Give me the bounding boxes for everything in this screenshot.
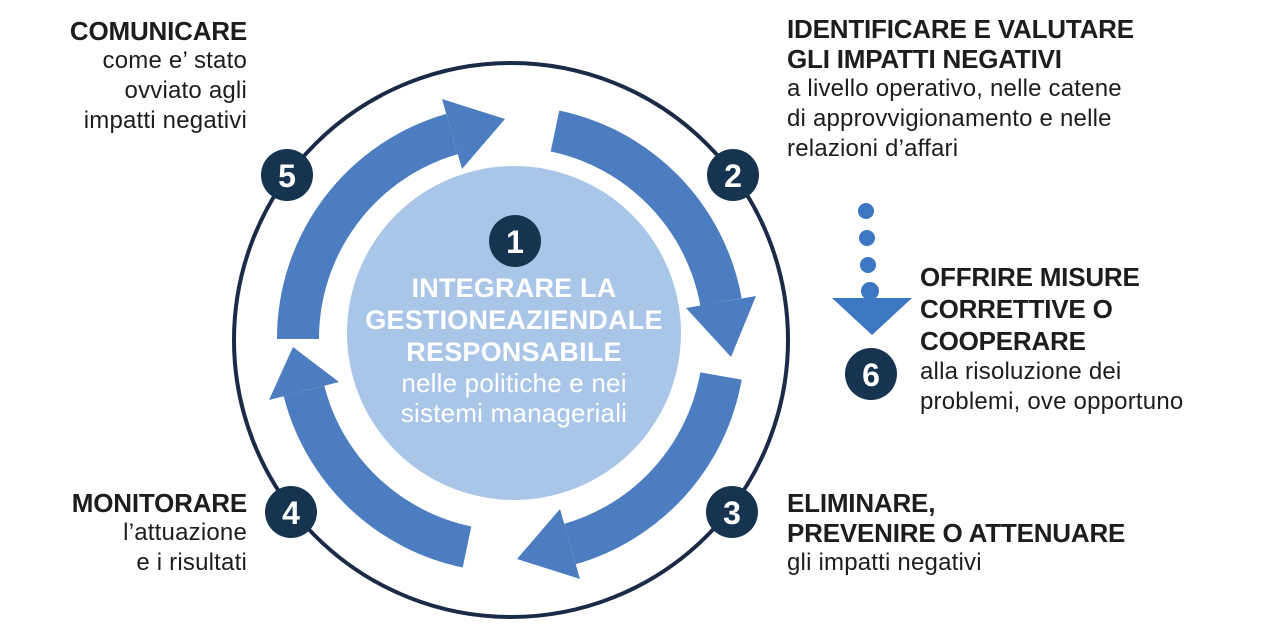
step-5-body: come e’ stato ovviato agli impatti negat… xyxy=(30,46,247,136)
step-6-body: alla risoluzione dei problemi, ove oppor… xyxy=(920,357,1260,417)
step-badge-3-number: 3 xyxy=(723,495,741,531)
step-2-body: a livello operativo, nelle catene di app… xyxy=(787,74,1187,164)
cycle-arrow-segment-top-to-right xyxy=(550,110,742,307)
step-5-heading-line: COMUNICARE xyxy=(69,16,247,46)
cycle-arrow-segment-left-to-top xyxy=(276,113,459,340)
step-2-body-line: relazioni d’affari xyxy=(787,135,959,162)
step-badge-3: 3 xyxy=(706,486,758,538)
step-badge-5-number: 5 xyxy=(278,158,296,194)
step-5-heading: COMUNICARE xyxy=(30,16,247,46)
step-3-heading: ELIMINARE, PREVENIRE O ATTENUARE xyxy=(787,488,1207,548)
step-6-body-line: alla risoluzione dei xyxy=(920,358,1122,385)
step-5-body-line: impatti negativi xyxy=(83,107,247,134)
step-3-body: gli impatti negativi xyxy=(787,548,1207,578)
step-1-heading-line: RESPONSABILE xyxy=(406,337,622,367)
step-2-heading-line: GLI IMPATTI NEGATIVI xyxy=(787,44,1062,74)
cycle-arrow-segment-bottom-to-left xyxy=(283,385,472,568)
step-2-heading-line: IDENTIFICARE E VALUTARE xyxy=(787,14,1134,44)
step-4-body-line: e i risultati xyxy=(136,549,247,576)
step-2-body-line: di approvvigionamento e nelle xyxy=(787,105,1112,132)
step-2-label: IDENTIFICARE E VALUTARE GLI IMPATTI NEGA… xyxy=(787,14,1187,164)
step-badge-6: 6 xyxy=(845,348,897,400)
step-1-body-line: nelle politiche e nei xyxy=(401,368,627,398)
step-2-heading: IDENTIFICARE E VALUTARE GLI IMPATTI NEGA… xyxy=(787,14,1187,74)
step-6-heading: OFFRIRE MISURE CORRETTIVE O COOPERARE xyxy=(920,261,1260,357)
step-badge-1-number: 1 xyxy=(506,224,524,260)
step-badge-5: 5 xyxy=(261,149,313,201)
step-3-heading-line: ELIMINARE, xyxy=(787,488,936,518)
step-1-heading: INTEGRARE LA GESTIONEAZIENDALE RESPONSAB… xyxy=(344,272,684,368)
cycle-arrowhead-left-icon xyxy=(269,347,339,400)
cycle-arrow-segment-right-to-bottom xyxy=(563,372,742,565)
step-5-body-line: come e’ stato xyxy=(102,47,247,74)
step-6-heading-line: CORRETTIVE O xyxy=(920,294,1113,324)
step-1-heading-line: GESTIONEAZIENDALE xyxy=(365,305,663,335)
step-2-body-line: a livello operativo, nelle catene xyxy=(787,75,1122,102)
step-4-heading-line: MONITORARE xyxy=(71,488,247,518)
step-6-body-line: problemi, ove opportuno xyxy=(920,388,1184,415)
step-6-heading-line: COOPERARE xyxy=(920,326,1086,356)
step-6-heading-line: OFFRIRE MISURE xyxy=(920,262,1140,292)
step-5-label: COMUNICARE come e’ stato ovviato agli im… xyxy=(30,16,247,136)
step-6-label: OFFRIRE MISURE CORRETTIVE O COOPERARE al… xyxy=(920,261,1260,417)
step-badge-2: 2 xyxy=(707,149,759,201)
outer-ring xyxy=(232,61,790,619)
step-4-body: l’attuazione e i risultati xyxy=(30,518,247,578)
step-badge-2-number: 2 xyxy=(724,158,742,194)
step-badge-4: 4 xyxy=(265,486,317,538)
cycle-arrowhead-bottom-icon xyxy=(517,509,580,579)
step-4-heading: MONITORARE xyxy=(30,488,247,518)
step-badge-4-number: 4 xyxy=(282,495,300,531)
step-5-body-line: ovviato agli xyxy=(124,77,247,104)
cycle-arrowhead-top-icon xyxy=(442,99,505,169)
step-3-label: ELIMINARE, PREVENIRE O ATTENUARE gli imp… xyxy=(787,488,1207,578)
step-3-heading-line: PREVENIRE O ATTENUARE xyxy=(787,518,1126,548)
inner-circle xyxy=(347,166,681,500)
step-1-body-line: sistemi manageriali xyxy=(400,398,628,428)
step-3-body-line: gli impatti negativi xyxy=(787,549,982,576)
step-badge-6-number: 6 xyxy=(862,357,880,393)
step-badge-1: 1 xyxy=(489,215,541,267)
step-1-body: nelle politiche e nei sistemi managerial… xyxy=(344,368,684,428)
step-4-body-line: l’attuazione xyxy=(123,519,247,546)
step-4-label: MONITORARE l’attuazione e i risultati xyxy=(30,488,247,578)
step-1-heading-line: INTEGRARE LA xyxy=(411,273,617,303)
cycle-arrowhead-right-icon xyxy=(686,296,756,357)
dotted-arrow-down-icon xyxy=(832,203,912,335)
step-1-label: INTEGRARE LA GESTIONEAZIENDALE RESPONSAB… xyxy=(344,272,684,428)
